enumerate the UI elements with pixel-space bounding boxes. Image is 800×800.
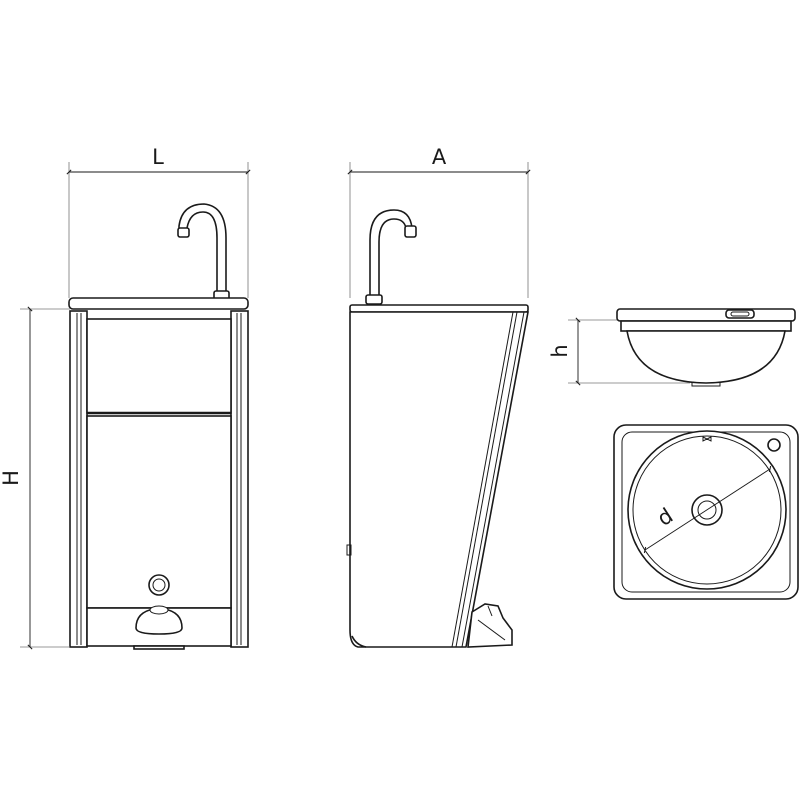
side-view: A (346, 145, 531, 648)
dimension-a-label: A (432, 145, 447, 169)
front-top-lip (68, 297, 249, 310)
dimension-h: H (0, 306, 70, 650)
front-view: L (0, 145, 251, 650)
side-foot-pedal (467, 603, 513, 648)
front-foot-pedal (135, 605, 183, 635)
side-body (349, 311, 529, 648)
front-drain-ring (148, 574, 170, 596)
front-faucet (177, 203, 230, 301)
front-left-post (69, 310, 88, 648)
dimension-h-label: H (0, 470, 23, 486)
side-faucet (365, 209, 417, 305)
basin-tap-hole (767, 438, 781, 452)
dimension-h-basin-label: h (548, 344, 572, 357)
front-right-post (230, 310, 249, 648)
dimension-l: L (66, 145, 251, 298)
dimension-l-label: L (152, 145, 164, 169)
front-upper-panel (86, 318, 232, 414)
dimension-a: A (347, 145, 531, 298)
side-top-lip (349, 304, 529, 313)
dimension-h-basin: h (548, 317, 690, 386)
basin-side-view: h (548, 308, 796, 387)
basin-top-view: d (613, 424, 799, 600)
